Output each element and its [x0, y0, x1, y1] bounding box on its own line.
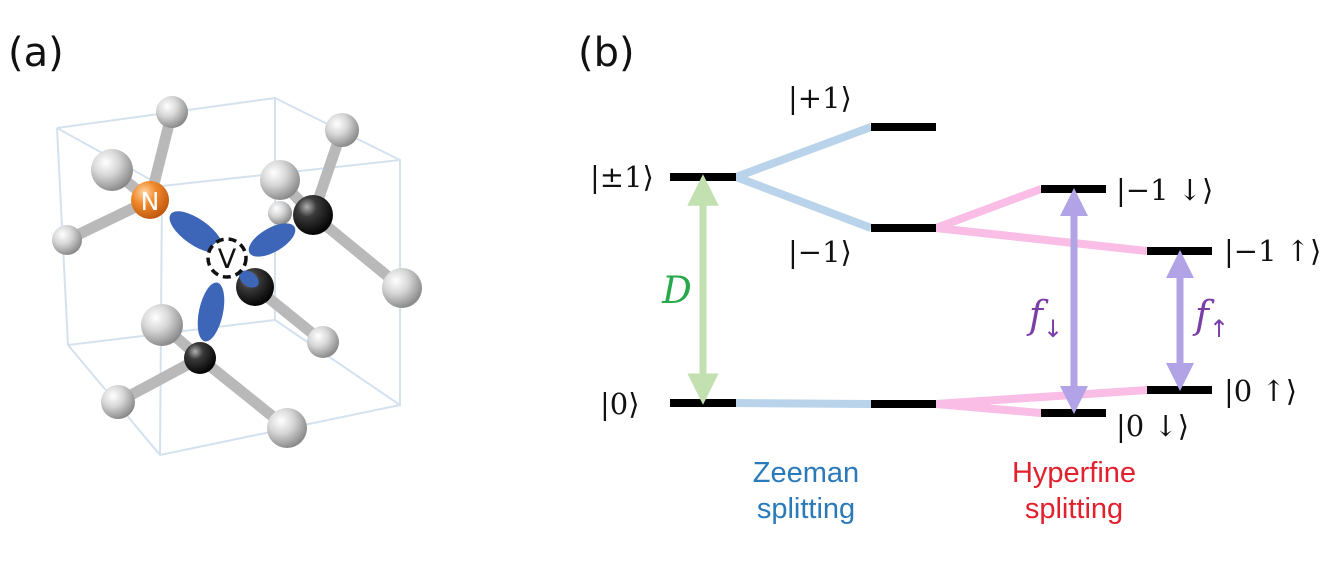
svg-text:splitting: splitting — [1025, 493, 1123, 525]
carbon-atom — [91, 149, 133, 191]
dark-carbon-atom — [293, 195, 333, 235]
hyperfine-connectors — [934, 185, 1148, 417]
svg-text:Zeeman: Zeeman — [753, 457, 859, 489]
orbital-lobe — [197, 282, 225, 342]
zeeman-connectors — [734, 123, 873, 408]
ket-zero-down: |0 ↓⟩ — [1116, 409, 1189, 443]
carbon-atom — [156, 96, 188, 128]
ket-minus1-down: |−1 ↓⟩ — [1116, 173, 1213, 207]
ket-minus1: |−1⟩ — [788, 235, 852, 269]
carbon-atom — [141, 304, 183, 346]
panel-b: (b) D — [578, 30, 1321, 525]
nitrogen-label: N — [141, 187, 160, 216]
orbital-lobe — [169, 211, 223, 253]
panel-a-label: (a) — [8, 30, 64, 76]
orbital-lobe — [248, 223, 296, 257]
orbitals — [169, 211, 296, 342]
f-up-label: f↑ — [1192, 293, 1229, 343]
hyperfine-caption: Hyperfine splitting — [1012, 457, 1136, 525]
ket-minus1-up: |−1 ↑⟩ — [1224, 234, 1321, 268]
vacancy-label: V — [218, 244, 237, 275]
carbon-atom — [325, 113, 359, 147]
f-down-label: f↓ — [1026, 293, 1063, 343]
ket-zero: |0⟩ — [600, 387, 640, 421]
carbon-atoms — [52, 96, 422, 448]
carbon-atom — [267, 408, 307, 448]
carbon-atom — [382, 268, 422, 308]
ket-pm1: |±1⟩ — [590, 160, 654, 194]
carbon-atom — [268, 201, 292, 225]
carbon-atom — [260, 160, 300, 200]
state-labels: |±1⟩ |+1⟩ |−1⟩ |0⟩ |−1 ↓⟩ |−1 ↑⟩ |0 ↑⟩ |… — [590, 81, 1321, 443]
nitrogen-atom: N — [131, 181, 169, 219]
vacancy: V — [206, 237, 248, 279]
zeeman-caption: Zeeman splitting — [753, 457, 859, 525]
svg-text:splitting: splitting — [757, 493, 855, 525]
dark-carbon-atom — [184, 342, 216, 374]
orbital-lobe — [239, 270, 259, 288]
zero-field-symbol: D — [661, 269, 692, 312]
ket-plus1: |+1⟩ — [788, 81, 852, 115]
carbon-atom — [307, 326, 339, 358]
svg-text:Hyperfine: Hyperfine — [1012, 457, 1136, 489]
panel-a: (a) — [8, 30, 422, 457]
ket-zero-up: |0 ↑⟩ — [1224, 374, 1297, 408]
carbon-atom — [52, 225, 82, 255]
panel-b-label: (b) — [578, 30, 635, 76]
carbon-atom — [101, 385, 135, 419]
